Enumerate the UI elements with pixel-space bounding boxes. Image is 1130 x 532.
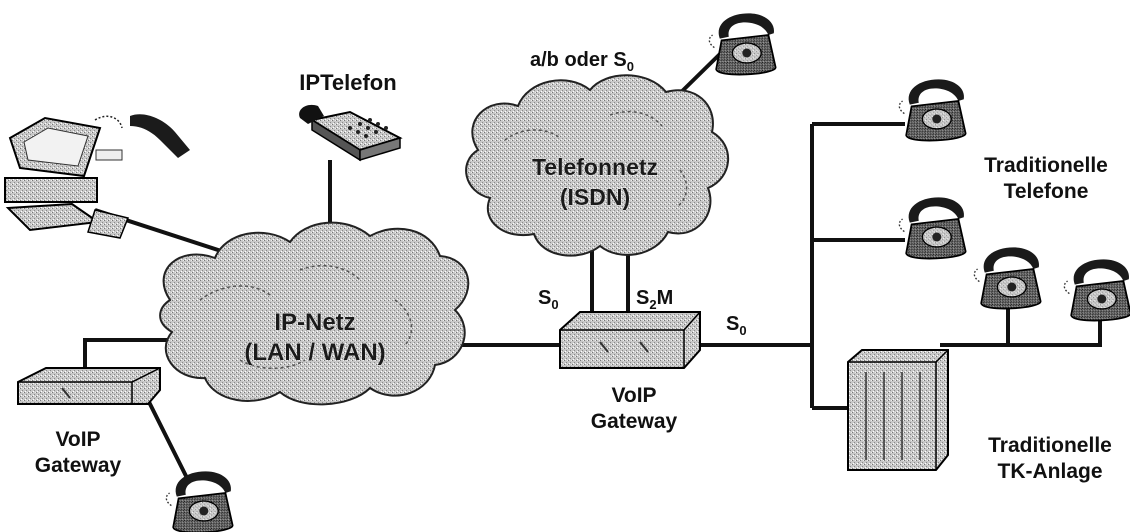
s0-left-label: S0 — [538, 287, 559, 312]
s2m-label: S2M — [636, 287, 673, 312]
line-left-gw-to-handset — [148, 400, 188, 480]
tk-anlage-icon — [848, 350, 948, 470]
ab-oder-s0-label: a/b oder S0 — [530, 49, 634, 74]
handset-right1-icon — [899, 79, 965, 140]
handset-right4-icon — [1064, 259, 1130, 320]
ip-netz-cloud: IP-Netz (LAN / WAN) — [160, 223, 468, 405]
pc-workstation-icon — [5, 114, 190, 238]
voip-gateway-center-icon — [560, 312, 700, 368]
voip-gateway-left-icon — [18, 368, 160, 404]
ip-phone-label: IPTelefon — [299, 70, 396, 95]
ip-phone-icon — [299, 105, 400, 160]
handset-right2-icon — [899, 197, 965, 258]
lan-wan-label: (LAN / WAN) — [244, 339, 385, 366]
ip-netz-label: IP-Netz — [274, 309, 355, 336]
isdn-label: (ISDN) — [560, 184, 630, 210]
handset-top-icon — [709, 13, 775, 74]
telefonnetz-label: Telefonnetz — [532, 154, 658, 180]
handset-right3-icon — [974, 247, 1040, 308]
handset-bottom-left-icon — [166, 471, 232, 532]
isdn-cloud: Telefonnetz (ISDN) — [466, 75, 728, 255]
s0-right-label: S0 — [726, 313, 747, 338]
